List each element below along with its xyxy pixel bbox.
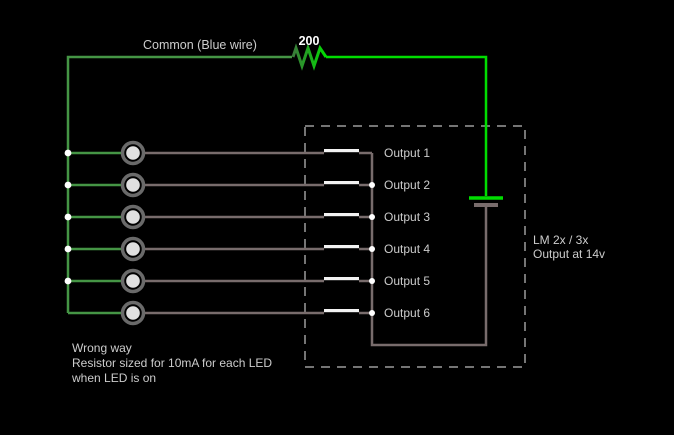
led-body	[126, 210, 140, 224]
resistor-value-label: 200	[299, 34, 320, 48]
junction-dot	[369, 278, 375, 284]
output-pin-bar-1[interactable]	[324, 149, 359, 153]
output-label-5: Output 5	[384, 274, 430, 288]
led-6[interactable]	[120, 300, 146, 326]
junction-dot	[369, 246, 375, 252]
led-3[interactable]	[120, 204, 146, 230]
common-bus-wires	[66, 55, 292, 315]
output-label-6: Output 6	[384, 306, 430, 320]
annotation-line2: Resistor sized for 10mA for each LED	[72, 356, 272, 370]
junction-dot	[369, 214, 375, 220]
junction-dot	[64, 149, 72, 157]
junction-dot	[64, 213, 72, 221]
output-label-2: Output 2	[384, 178, 430, 192]
junction-dot	[369, 310, 375, 316]
module-note-line2: Output at 14v	[533, 247, 605, 261]
led-5[interactable]	[120, 268, 146, 294]
output-pin-bar-5[interactable]	[324, 277, 359, 281]
resistor[interactable]	[291, 43, 328, 71]
led-2[interactable]	[120, 172, 146, 198]
led-4[interactable]	[120, 236, 146, 262]
common-wire-label: Common (Blue wire)	[143, 38, 257, 52]
junction-dot	[64, 181, 72, 189]
output-pins	[324, 149, 359, 313]
output-pin-bar-2[interactable]	[324, 181, 359, 185]
annotation-line1: Wrong way	[72, 341, 132, 355]
output-label-3: Output 3	[384, 210, 430, 224]
led-body	[126, 146, 140, 160]
junction-dot	[369, 182, 375, 188]
output-wires	[143, 151, 488, 347]
module-note-line1: LM 2x / 3x	[533, 233, 588, 247]
output-label-4: Output 4	[384, 242, 430, 256]
leds	[120, 140, 146, 326]
led-body	[126, 274, 140, 288]
supply-wire[interactable]	[326, 55, 488, 196]
supply-wires	[326, 55, 488, 196]
battery[interactable]	[469, 196, 503, 207]
led-body	[126, 242, 140, 256]
led-1[interactable]	[120, 140, 146, 166]
junction-dots	[64, 149, 375, 316]
led-body	[126, 306, 140, 320]
output-label-1: Output 1	[384, 146, 430, 160]
junction-dot	[64, 277, 72, 285]
output-pin-bar-6[interactable]	[324, 309, 359, 313]
module-boundary-box	[304, 125, 526, 368]
resistor-zigzag[interactable]	[291, 43, 328, 71]
output-pin-bar-4[interactable]	[324, 245, 359, 249]
led-body	[126, 178, 140, 192]
output-pin-bar-3[interactable]	[324, 213, 359, 217]
junction-dot	[64, 245, 72, 253]
common-bus-wire[interactable]	[66, 55, 292, 313]
annotation-line3: when LED is on	[71, 371, 156, 385]
